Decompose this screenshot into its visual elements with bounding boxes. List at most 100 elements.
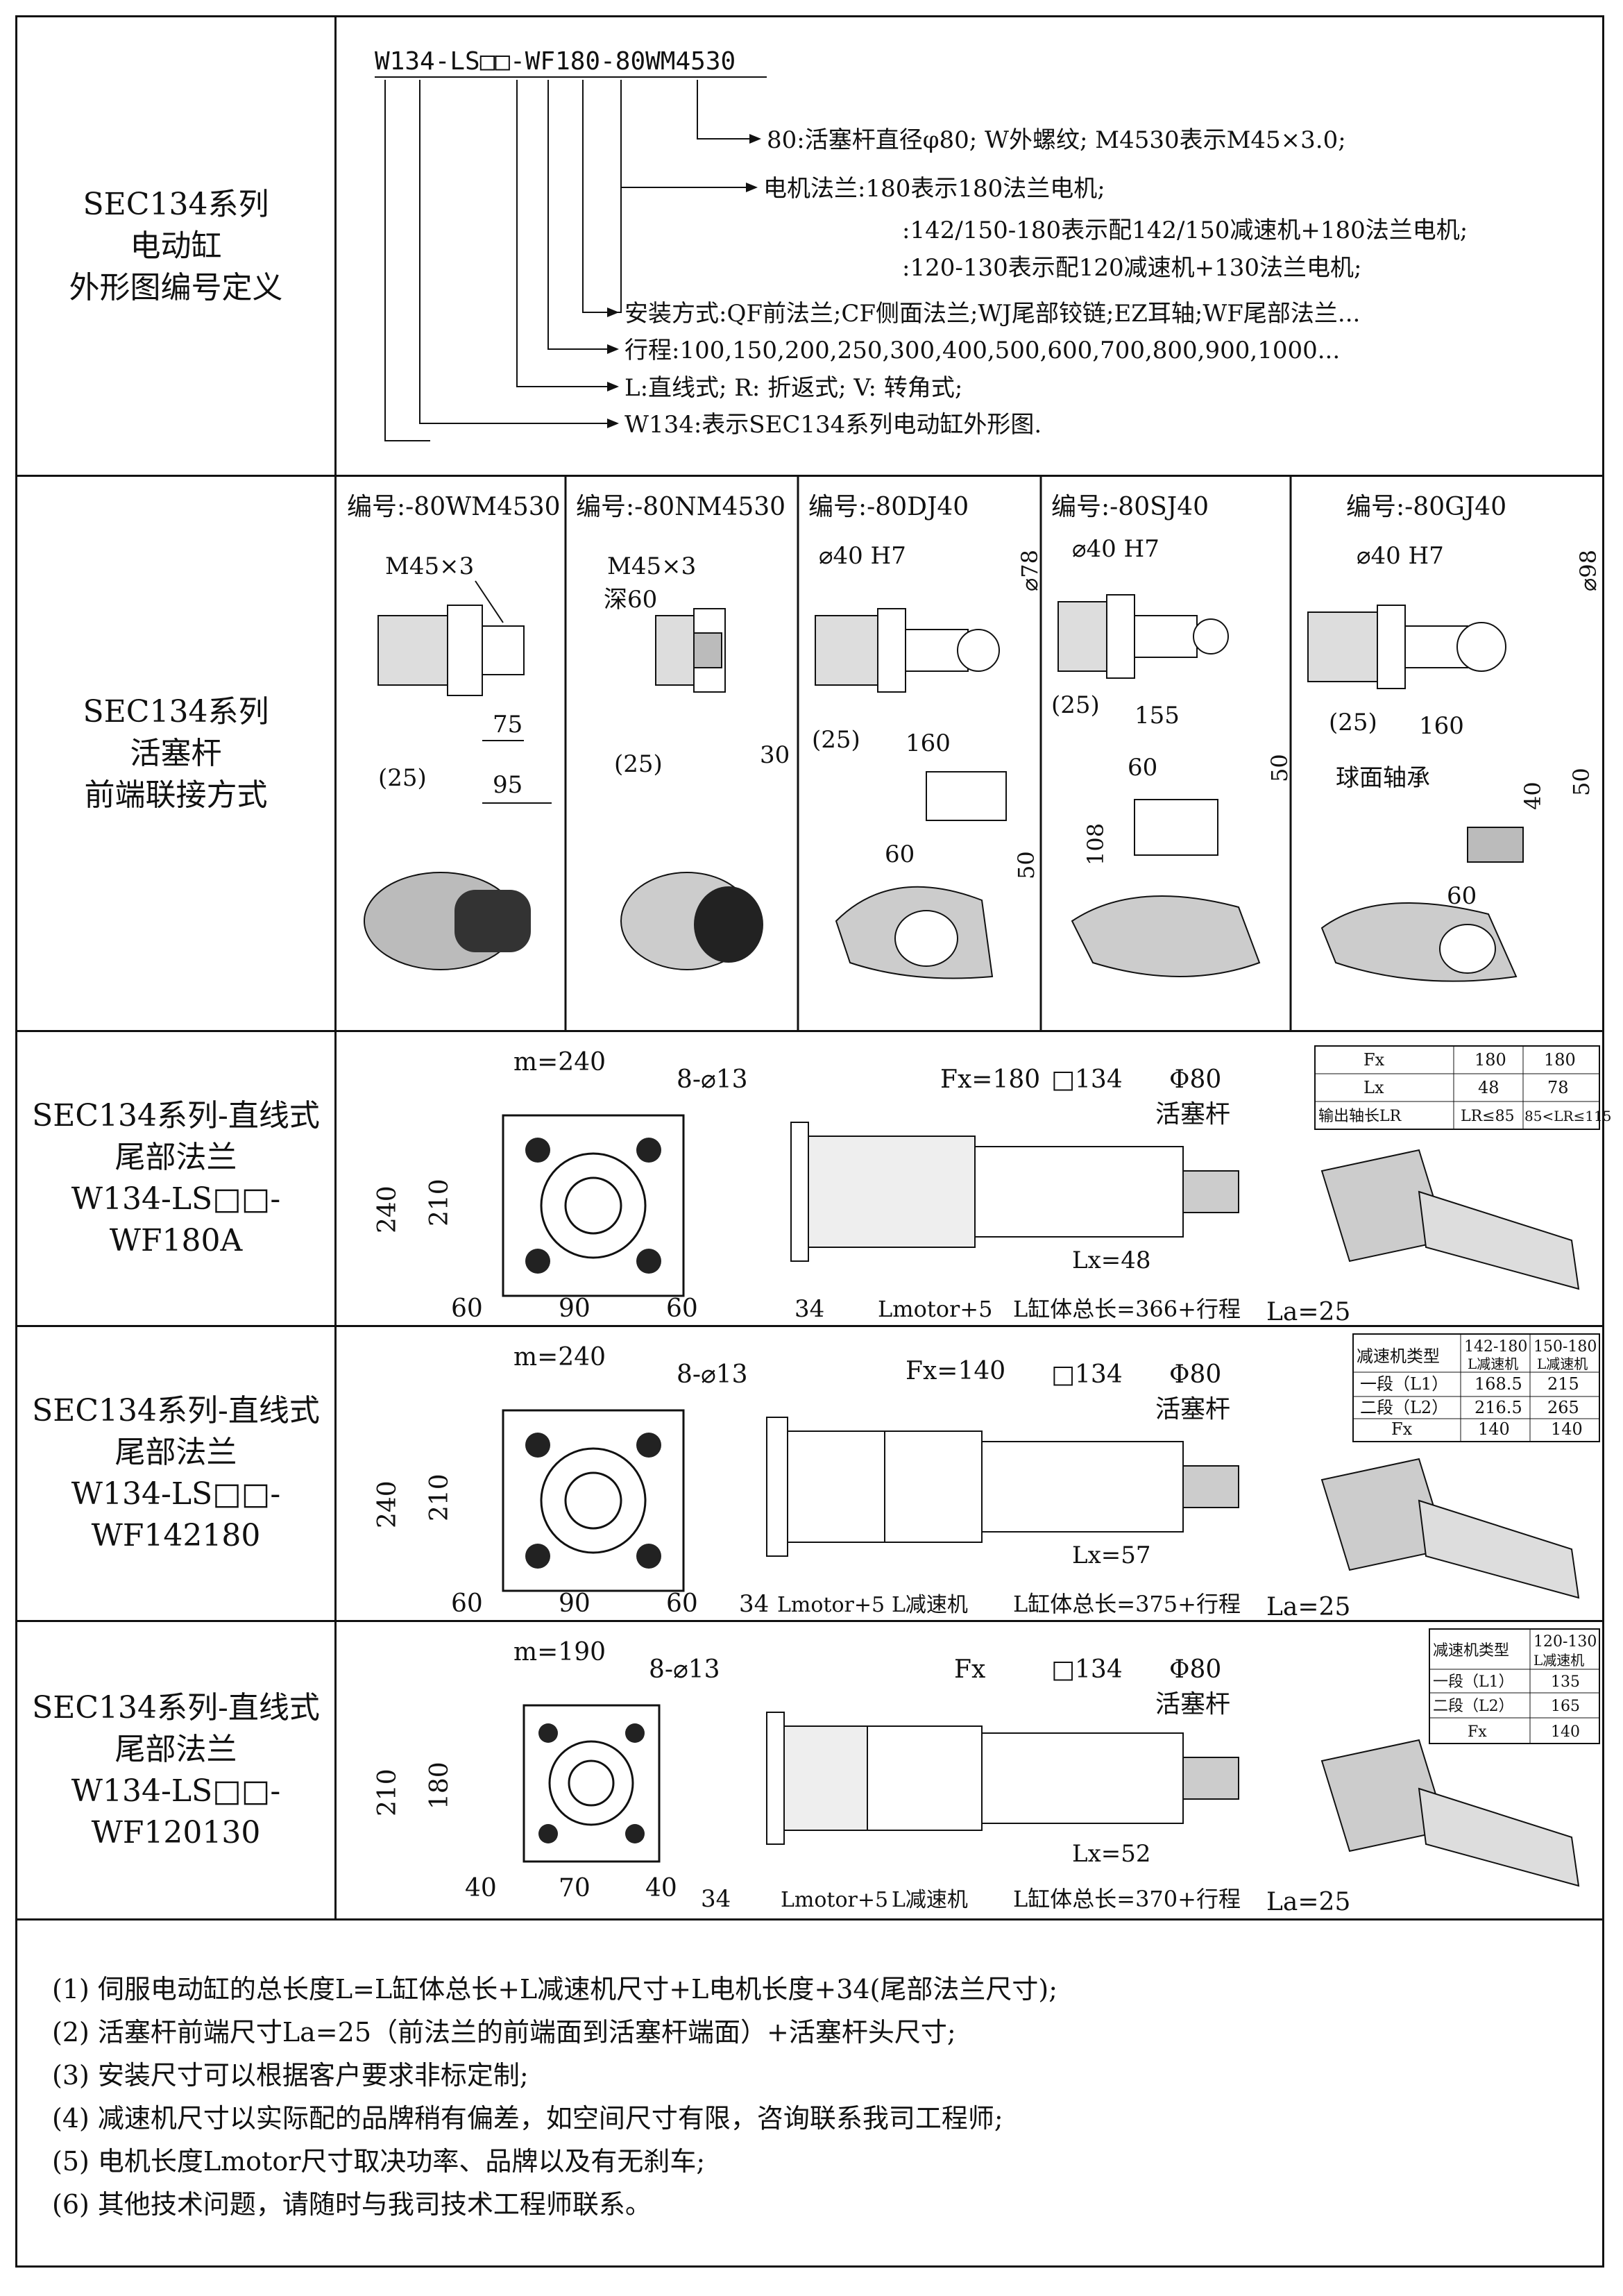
svg-text:编号:-80NM4530: 编号:-80NM4530 <box>576 493 785 521</box>
svg-text:160: 160 <box>906 729 951 757</box>
svg-text:Lx: Lx <box>1363 1078 1384 1097</box>
svg-text:60: 60 <box>451 1294 483 1323</box>
svg-text:⌀40 H7: ⌀40 H7 <box>819 542 906 570</box>
svg-text:30: 30 <box>760 741 790 769</box>
svg-text:180: 180 <box>1544 1050 1576 1070</box>
fx-table: Fx 180 180 Lx 48 78 输出轴长LR LR≤85 85<LR≤1… <box>1314 1045 1611 1130</box>
svg-text:168.5: 168.5 <box>1475 1374 1522 1394</box>
variant-wm: 编号:-80WM4530 M45×3 75 (25) 95 <box>347 493 561 970</box>
note-item: (5) 电机长度Lmotor尺寸取决功率、品牌以及有无刹车; <box>52 2146 706 2177</box>
wf180a-drawing: m=240 8-⌀13 240 210 60 90 60 Fx=180 □134… <box>373 1045 1611 1326</box>
svg-text:215: 215 <box>1547 1374 1579 1394</box>
svg-text:135: 135 <box>1551 1673 1580 1691</box>
svg-text:8-⌀13: 8-⌀13 <box>677 1065 748 1094</box>
svg-text:Lmotor+5: Lmotor+5 <box>878 1296 992 1322</box>
svg-text:Lx=48: Lx=48 <box>1072 1247 1151 1274</box>
svg-text:Lmotor+5: Lmotor+5 <box>777 1593 885 1617</box>
svg-text:编号:-80WM4530: 编号:-80WM4530 <box>347 493 561 521</box>
svg-text:L减速机: L减速机 <box>892 1593 968 1617</box>
svg-text:□134: □134 <box>1051 1360 1123 1389</box>
svg-text:Φ80: Φ80 <box>1169 1065 1221 1094</box>
svg-text:60: 60 <box>885 841 915 868</box>
svg-text:(25): (25) <box>614 750 663 778</box>
svg-text:(25): (25) <box>1051 691 1100 719</box>
section-wf142180: SEC134系列-直线式 尾部法兰 W134-LS□□-WF142180 m=2… <box>17 1327 1602 1622</box>
svg-text:L减速机: L减速机 <box>892 1888 968 1912</box>
section-wf120130: SEC134系列-直线式 尾部法兰 W134-LS□□-WF120130 m=1… <box>17 1622 1602 1921</box>
svg-text:活塞杆: 活塞杆 <box>1155 1690 1230 1719</box>
svg-text:Lx=57: Lx=57 <box>1072 1542 1151 1569</box>
svg-text:8-⌀13: 8-⌀13 <box>649 1655 720 1684</box>
svg-text:140: 140 <box>1551 1723 1580 1741</box>
note-item: (2) 活塞杆前端尺寸La=25（前法兰的前端面到活塞杆端面）+活塞杆头尺寸; <box>52 2017 956 2048</box>
svg-text:m=240: m=240 <box>513 1343 606 1371</box>
reducer-table: 减速机类型 142-180 150-180 L减速机 L减速机 一段（L1） 1… <box>1352 1333 1600 1442</box>
code-line: 电机法兰:180表示180法兰电机; <box>763 175 1105 203</box>
svg-text:240: 240 <box>373 1480 402 1528</box>
svg-text:60: 60 <box>451 1589 483 1618</box>
svg-text:Lx=52: Lx=52 <box>1072 1840 1151 1868</box>
svg-text:70: 70 <box>559 1874 590 1902</box>
svg-text:180: 180 <box>1475 1050 1506 1070</box>
svg-text:□134: □134 <box>1051 1065 1123 1094</box>
svg-text:M45×3: M45×3 <box>385 552 474 580</box>
svg-text:75: 75 <box>493 711 522 738</box>
svg-text:40: 40 <box>465 1874 497 1902</box>
svg-text:155: 155 <box>1135 702 1180 729</box>
svg-text:一段（L1）: 一段（L1） <box>1433 1673 1514 1691</box>
title-line: 前端联接方式 <box>84 777 268 813</box>
svg-text:球面轴承: 球面轴承 <box>1336 764 1430 792</box>
svg-text:m=190: m=190 <box>513 1638 606 1666</box>
section2-title: SEC134系列 活塞杆 前端联接方式 <box>17 477 337 1030</box>
svg-text:210: 210 <box>425 1179 454 1226</box>
variant-nm: 编号:-80NM4530 M45×3 深60 (25) 30 <box>576 493 790 970</box>
svg-text:减速机类型: 减速机类型 <box>1433 1642 1509 1660</box>
note-item: (4) 减速机尺寸以实际配的品牌稍有偏差，如空间尺寸有限，咨询联系我司工程师; <box>52 2103 1003 2134</box>
section5-title: SEC134系列-直线式 尾部法兰 W134-LS□□-WF120130 <box>17 1622 337 1918</box>
svg-text:Fx: Fx <box>1363 1050 1385 1070</box>
model-code-diagram: W134-LS□□-WF180-80WM4530 <box>375 47 1468 441</box>
svg-text:编号:-80SJ40: 编号:-80SJ40 <box>1051 493 1209 521</box>
svg-text:50: 50 <box>1266 754 1293 782</box>
svg-text:142-180: 142-180 <box>1464 1338 1527 1356</box>
code-line: :142/150-180表示配142/150减速机+180法兰电机; <box>902 217 1468 244</box>
notes: (1) 伺服电动缸的总长度L=L缸体总长+L减速机尺寸+L电机长度+34(尾部法… <box>52 1968 1057 2226</box>
svg-text:活塞杆: 活塞杆 <box>1155 1100 1230 1129</box>
svg-text:120-130: 120-130 <box>1533 1633 1597 1651</box>
section-wf180a: SEC134系列-直线式 尾部法兰 W134-LS□□-WF180A m=240… <box>17 1032 1611 1327</box>
svg-text:60: 60 <box>666 1294 698 1323</box>
svg-text:160: 160 <box>1419 712 1464 740</box>
svg-text:60: 60 <box>1447 882 1477 910</box>
section-rod-ends: SEC134系列 活塞杆 前端联接方式 编号:-80WM4530 M45×3 <box>17 477 1602 1032</box>
code-line: :120-130表示配120减速机+130法兰电机; <box>902 254 1361 282</box>
svg-text:(25): (25) <box>1329 709 1377 736</box>
variant-sj: 编号:-80SJ40 ⌀40 H7 (25) 155 60 50 108 <box>1051 493 1293 977</box>
model-code: W134-LS□□-WF180-80WM4530 <box>375 47 736 76</box>
svg-text:Fx: Fx <box>954 1655 985 1684</box>
title-line: SEC134系列 <box>83 186 269 222</box>
svg-text:⌀40 H7: ⌀40 H7 <box>1357 542 1444 570</box>
svg-text:编号:-80GJ40: 编号:-80GJ40 <box>1346 493 1506 521</box>
svg-text:50: 50 <box>1568 768 1595 796</box>
svg-text:Fx: Fx <box>1391 1419 1413 1439</box>
variant-gj: 编号:-80GJ40 ⌀40 H7 ⌀98 (25) 160 球面轴承 40 5… <box>1307 493 1601 982</box>
svg-text:8-⌀13: 8-⌀13 <box>677 1360 748 1389</box>
svg-text:34: 34 <box>794 1295 824 1323</box>
svg-text:二段（L2）: 二段（L2） <box>1433 1698 1514 1715</box>
section4-title: SEC134系列-直线式 尾部法兰 W134-LS□□-WF142180 <box>17 1327 337 1620</box>
svg-text:二段（L2）: 二段（L2） <box>1360 1398 1448 1417</box>
svg-text:34: 34 <box>739 1590 769 1618</box>
svg-text:90: 90 <box>559 1589 590 1618</box>
svg-text:La=25: La=25 <box>1266 1298 1350 1326</box>
svg-text:(25): (25) <box>378 764 427 792</box>
variant-dj: 编号:-80DJ40 ⌀40 H7 ⌀78 (25) 160 60 50 <box>808 493 1043 979</box>
svg-text:输出轴长LR: 输出轴长LR <box>1318 1108 1402 1125</box>
svg-text:⌀40 H7: ⌀40 H7 <box>1072 535 1159 563</box>
code-line: L:直线式; R: 折返式; V: 转角式; <box>624 374 962 402</box>
svg-text:Lmotor+5: Lmotor+5 <box>781 1888 888 1912</box>
svg-text:编号:-80DJ40: 编号:-80DJ40 <box>808 493 969 521</box>
svg-text:50: 50 <box>1013 851 1039 879</box>
svg-text:L缸体总长=375+行程: L缸体总长=375+行程 <box>1013 1591 1241 1617</box>
svg-text:108: 108 <box>1082 823 1109 866</box>
svg-text:60: 60 <box>666 1589 698 1618</box>
